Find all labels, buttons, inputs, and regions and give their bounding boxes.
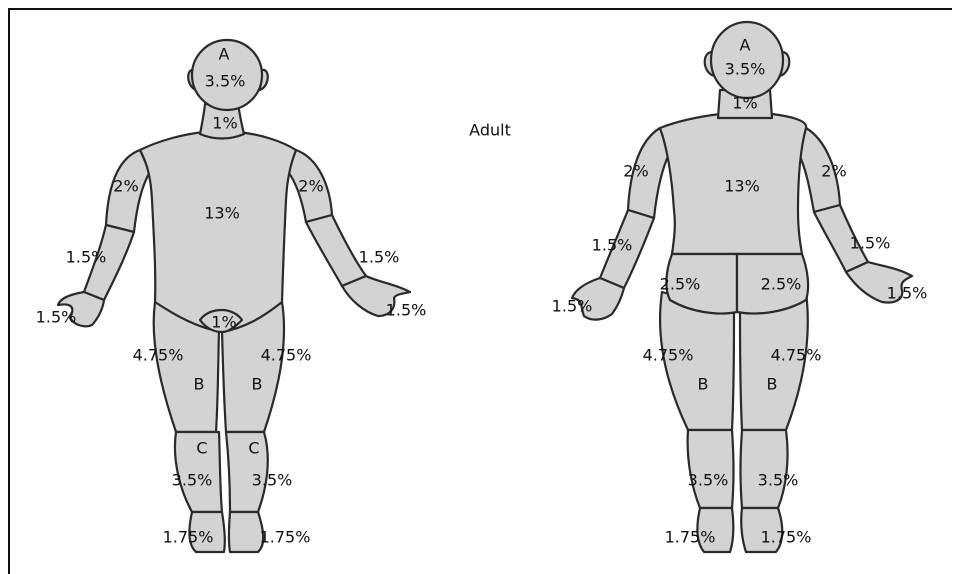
front-genital-label: 1% [211, 313, 236, 332]
back-forearm-right-label: 1.5% [850, 234, 891, 253]
front-leg-left-letter: C [196, 439, 207, 458]
front-forearm-right-label: 1.5% [359, 248, 400, 267]
front-head-letter: A [219, 45, 230, 64]
front-trunk [140, 132, 296, 332]
front-forearm-left-label: 1.5% [66, 248, 107, 267]
back-trunk-label: 13% [724, 177, 760, 196]
front-thigh-left-label: 4.75% [133, 346, 184, 365]
front-leg-right-letter: C [248, 439, 259, 458]
back-leg-left [688, 430, 734, 508]
front-hand-left-label: 1.5% [36, 308, 77, 327]
front-foot-right [229, 512, 263, 552]
front-leg-right-label: 3.5% [252, 471, 293, 490]
back-upper-arm-left-label: 2% [623, 162, 648, 181]
diagram-title: Adult [469, 121, 511, 140]
front-leg-left-label: 3.5% [172, 471, 213, 490]
back-head-label: 3.5% [725, 60, 766, 79]
back-buttock-right-label: 2.5% [761, 275, 802, 294]
back-foot-left-label: 1.75% [665, 528, 716, 547]
front-foot-right-label: 1.75% [260, 528, 311, 547]
back-figure: A 3.5% 1% 2% 2% 13% 1.5% 1.5% 1.5% 1.5% … [552, 22, 928, 552]
back-neck-label: 1% [732, 94, 757, 113]
front-head-label: 3.5% [205, 72, 246, 91]
front-hand-right-label: 1.5% [386, 301, 427, 320]
back-head-letter: A [740, 36, 751, 55]
back-leg-right-label: 3.5% [758, 471, 799, 490]
front-figure: A 3.5% 1% 2% 2% 13% 1.5% 1.5% 1.5% 1.5% … [36, 40, 427, 552]
back-leg-right [741, 430, 788, 508]
front-thigh-right-label: 4.75% [261, 346, 312, 365]
back-buttock-left-label: 2.5% [660, 275, 701, 294]
front-thigh-right-letter: B [252, 375, 263, 394]
back-hand-right-label: 1.5% [887, 284, 928, 303]
front-thigh-left-letter: B [194, 375, 205, 394]
back-thigh-right-label: 4.75% [771, 346, 822, 365]
front-neck-label: 1% [212, 114, 237, 133]
front-upper-arm-left-label: 2% [113, 177, 138, 196]
front-trunk-label: 13% [204, 204, 240, 223]
front-forearm-right [306, 215, 366, 286]
back-hand-left-label: 1.5% [552, 297, 593, 316]
back-upper-arm-right-label: 2% [821, 162, 846, 181]
back-thigh-left-label: 4.75% [643, 346, 694, 365]
back-leg-left-label: 3.5% [688, 471, 729, 490]
front-upper-arm-right-label: 2% [298, 177, 323, 196]
back-thigh-left-letter: B [698, 375, 709, 394]
back-forearm-left-label: 1.5% [592, 236, 633, 255]
front-foot-left-label: 1.75% [163, 528, 214, 547]
back-thigh-right-letter: B [767, 375, 778, 394]
back-foot-right-label: 1.75% [761, 528, 812, 547]
